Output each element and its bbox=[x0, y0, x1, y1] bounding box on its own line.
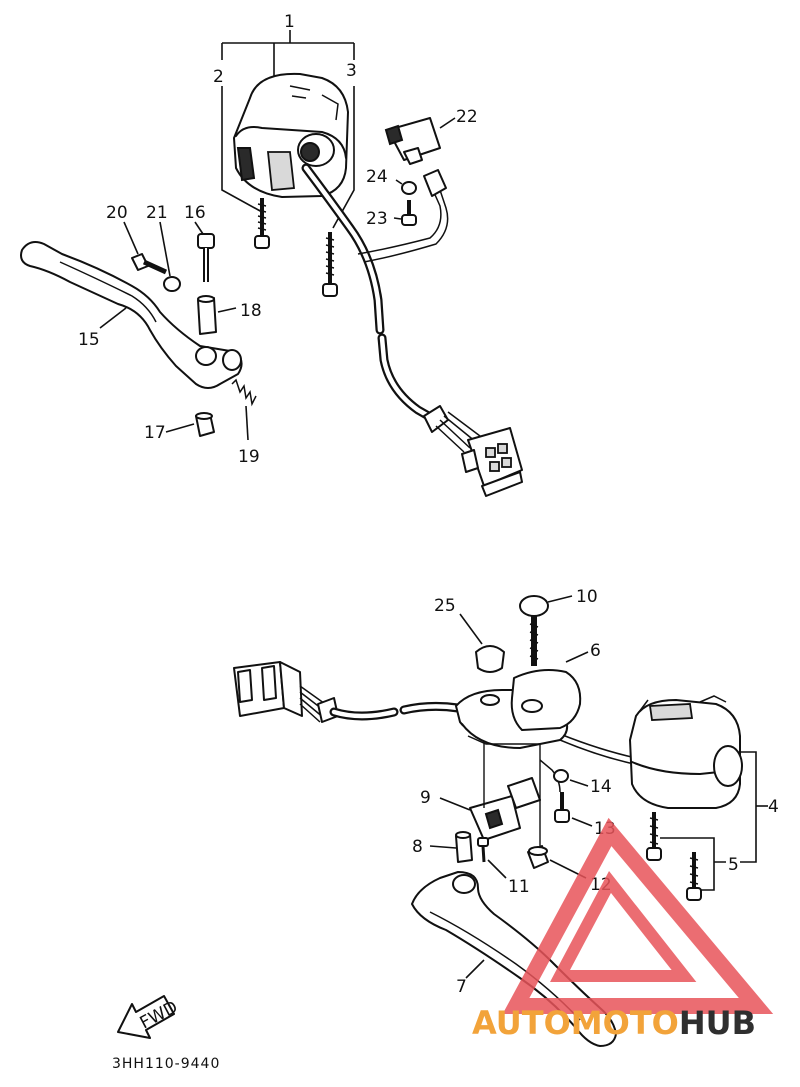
part-number-19: 19 bbox=[238, 447, 260, 467]
part-number-16: 16 bbox=[184, 203, 206, 223]
screw-5b bbox=[686, 852, 702, 901]
watermark-logo bbox=[502, 817, 774, 1014]
part-number-labels: 1 2 3 4 5 6 7 8 9 10 11 12 13 14 15 16 1… bbox=[78, 12, 779, 997]
part-number-2: 2 bbox=[213, 67, 224, 87]
callout-bracket-4 bbox=[740, 751, 768, 863]
upper-wire-harness bbox=[301, 163, 481, 453]
part-number-4: 4 bbox=[768, 797, 779, 817]
collar-8 bbox=[429, 831, 473, 863]
part-number-3: 3 bbox=[346, 61, 357, 81]
screw-2 bbox=[254, 198, 270, 249]
part-number-9: 9 bbox=[420, 788, 431, 808]
part-number-1: 1 bbox=[284, 12, 295, 32]
part-number-21: 21 bbox=[146, 203, 168, 223]
watermark-brand-part2: HUB bbox=[679, 1004, 756, 1042]
part-number-8: 8 bbox=[412, 837, 423, 857]
part-number-14: 14 bbox=[590, 777, 612, 797]
collar-18 bbox=[197, 295, 237, 335]
washer-14 bbox=[553, 769, 589, 787]
connector-wire-22 bbox=[423, 169, 447, 197]
pivot-bolt-16 bbox=[194, 221, 215, 282]
part-number-25: 25 bbox=[434, 596, 456, 616]
lower-connector bbox=[233, 661, 339, 723]
screw-3 bbox=[322, 232, 338, 297]
left-handlebar-switch bbox=[233, 72, 349, 198]
screw-11 bbox=[477, 837, 507, 879]
watermark-brand: AUTOMOTOHUB bbox=[472, 1004, 756, 1042]
screw-23 bbox=[393, 200, 417, 226]
nut-17 bbox=[165, 412, 215, 437]
part-number-17: 17 bbox=[144, 423, 166, 443]
clutch-lever-15 bbox=[20, 241, 243, 389]
forward-arrow: FWD bbox=[117, 995, 181, 1039]
callout-bracket-5 bbox=[660, 837, 726, 891]
part-number-22: 22 bbox=[456, 107, 478, 127]
part-number-20: 20 bbox=[106, 203, 128, 223]
nut-12 bbox=[527, 845, 587, 879]
diagram-code: 3HH110-9440 bbox=[112, 1056, 220, 1072]
bolt-10 bbox=[519, 595, 573, 666]
nut-21 bbox=[159, 221, 181, 292]
cap-25 bbox=[459, 613, 505, 673]
screw-5a bbox=[646, 812, 662, 861]
svg-text:AUTOMOTOHUB: AUTOMOTOHUB bbox=[472, 1004, 756, 1042]
washer-24 bbox=[395, 179, 417, 195]
part-number-11: 11 bbox=[508, 877, 530, 897]
part-number-5: 5 bbox=[728, 855, 739, 875]
watermark-brand-part1: AUTOMOTO bbox=[472, 1004, 679, 1042]
spring-19 bbox=[231, 378, 257, 441]
lower-wire-harness bbox=[329, 701, 637, 793]
right-handlebar-switch bbox=[629, 695, 743, 809]
part-number-24: 24 bbox=[366, 167, 388, 187]
part-number-18: 18 bbox=[240, 301, 262, 321]
part-number-6: 6 bbox=[590, 641, 601, 661]
clutch-switch-22 bbox=[384, 117, 456, 165]
part-number-15: 15 bbox=[78, 330, 100, 350]
screw-13 bbox=[554, 792, 593, 827]
master-cylinder-bracket-6 bbox=[455, 651, 589, 749]
brake-switch-9 bbox=[439, 742, 541, 846]
upper-connector bbox=[461, 427, 523, 497]
part-number-7: 7 bbox=[456, 977, 467, 997]
adjust-bolt-20 bbox=[123, 221, 168, 275]
part-number-10: 10 bbox=[576, 587, 598, 607]
part-number-23: 23 bbox=[366, 209, 388, 229]
